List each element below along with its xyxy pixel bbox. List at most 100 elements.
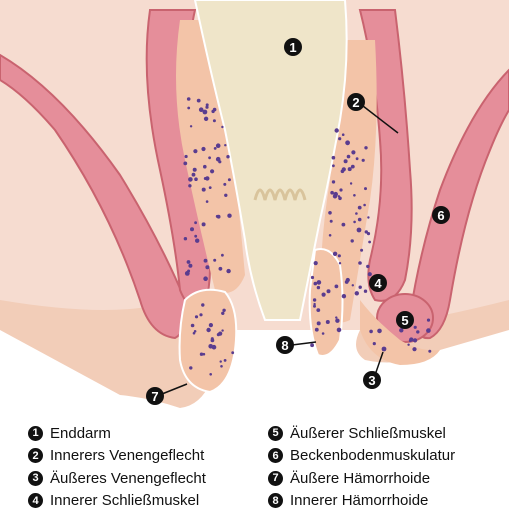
vein-dot	[345, 280, 349, 284]
vein-dot	[338, 195, 340, 197]
vein-dot	[204, 117, 208, 121]
legend-number: 4	[28, 493, 43, 508]
vein-dot	[218, 332, 222, 336]
vein-dot	[203, 165, 207, 169]
legend-number: 1	[28, 426, 43, 441]
vein-dot	[413, 338, 417, 342]
vein-dot	[326, 320, 330, 324]
legend-column-right: 5 Äußerer Schließmuskel 6 Beckenbodenmus…	[268, 422, 455, 512]
vein-dot	[367, 232, 370, 235]
vein-dot	[204, 177, 207, 180]
internal-hemorrhoid	[310, 249, 343, 356]
svg-text:7: 7	[151, 389, 158, 404]
vein-dot	[206, 328, 210, 332]
vein-dot	[201, 147, 205, 151]
legend-number: 5	[268, 426, 283, 441]
vein-dot	[332, 180, 335, 183]
vein-dot	[338, 254, 341, 257]
svg-text:4: 4	[374, 276, 382, 291]
legend-item-5: 5 Äußerer Schließmuskel	[268, 422, 455, 445]
vein-dot	[351, 165, 355, 169]
vein-dot	[360, 249, 363, 252]
vein-dot	[187, 260, 191, 264]
legend-number: 2	[28, 448, 43, 463]
vein-dot	[342, 133, 345, 136]
vein-dot	[221, 254, 224, 257]
vein-dot	[205, 265, 209, 269]
vein-dot	[377, 329, 382, 334]
vein-dot	[368, 272, 372, 276]
svg-text:2: 2	[352, 95, 359, 110]
legend-number: 8	[268, 493, 283, 508]
vein-dot	[317, 280, 322, 285]
vein-dot	[363, 204, 366, 207]
vein-dot	[208, 156, 211, 159]
vein-dot	[342, 223, 346, 227]
legend-label: Innerers Venengeflecht	[50, 447, 204, 464]
vein-dot	[194, 221, 197, 224]
vein-dot	[224, 359, 227, 362]
legend-item-4: 4 Innerer Schließmuskel	[28, 490, 206, 513]
vein-dot	[188, 184, 191, 187]
vein-dot	[344, 159, 348, 163]
badge-3: 3	[363, 371, 381, 389]
badge-6: 6	[432, 206, 450, 224]
vein-dot	[209, 323, 213, 327]
vein-dot	[208, 344, 213, 349]
vein-dot	[185, 155, 188, 158]
vein-dot	[337, 328, 342, 333]
vein-dot	[345, 140, 350, 145]
vein-dot	[382, 347, 387, 352]
vein-dot	[199, 313, 202, 316]
vein-dot	[197, 99, 201, 103]
vein-dot	[355, 291, 359, 295]
vein-dot	[205, 106, 208, 109]
vein-dot	[202, 188, 206, 192]
vein-dot	[231, 351, 234, 354]
vein-dot	[427, 319, 430, 322]
vein-dot	[194, 177, 198, 181]
badge-8: 8	[276, 336, 294, 354]
legend-number: 3	[28, 471, 43, 486]
badge-1: 1	[284, 38, 302, 56]
vein-dot	[313, 303, 315, 305]
legend: 1 Enddarm 2 Innerers Venengeflecht 3 Äuß…	[0, 412, 509, 515]
vein-dot	[327, 289, 331, 293]
vein-dot	[314, 282, 318, 286]
vein-dot	[357, 228, 362, 233]
legend-label: Äußeres Venengeflecht	[50, 470, 206, 487]
vein-dot	[399, 328, 403, 332]
vein-dot	[351, 150, 355, 154]
vein-dot	[187, 107, 190, 110]
vein-dot	[206, 200, 209, 203]
vein-dot	[328, 211, 332, 215]
vein-dot	[183, 162, 187, 166]
vein-dot	[362, 159, 365, 162]
vein-dot	[221, 312, 224, 315]
vein-dot	[192, 173, 196, 177]
svg-text:5: 5	[401, 313, 408, 328]
vein-dot	[201, 303, 204, 306]
vein-dot	[189, 366, 192, 369]
vein-dot	[184, 237, 187, 240]
vein-dot	[188, 177, 193, 182]
badge-2: 2	[347, 93, 365, 111]
vein-dot	[367, 216, 369, 218]
vein-dot	[191, 324, 195, 328]
vein-dot	[190, 125, 192, 127]
vein-dot	[335, 285, 339, 289]
legend-number: 6	[268, 448, 283, 463]
vein-dot	[339, 188, 342, 191]
vein-dot	[221, 126, 223, 128]
legend-label: Innerer Hämorrhoide	[290, 492, 428, 509]
vein-dot	[211, 339, 215, 343]
vein-dot	[187, 270, 190, 273]
vein-dot	[209, 186, 212, 189]
vein-dot	[333, 252, 337, 256]
legend-label: Enddarm	[50, 425, 111, 442]
vein-dot	[368, 241, 371, 244]
vein-dot	[213, 259, 216, 262]
vein-dot	[226, 269, 230, 273]
legend-column-left: 1 Enddarm 2 Innerers Venengeflecht 3 Äuß…	[28, 422, 206, 512]
vein-dot	[333, 192, 338, 197]
